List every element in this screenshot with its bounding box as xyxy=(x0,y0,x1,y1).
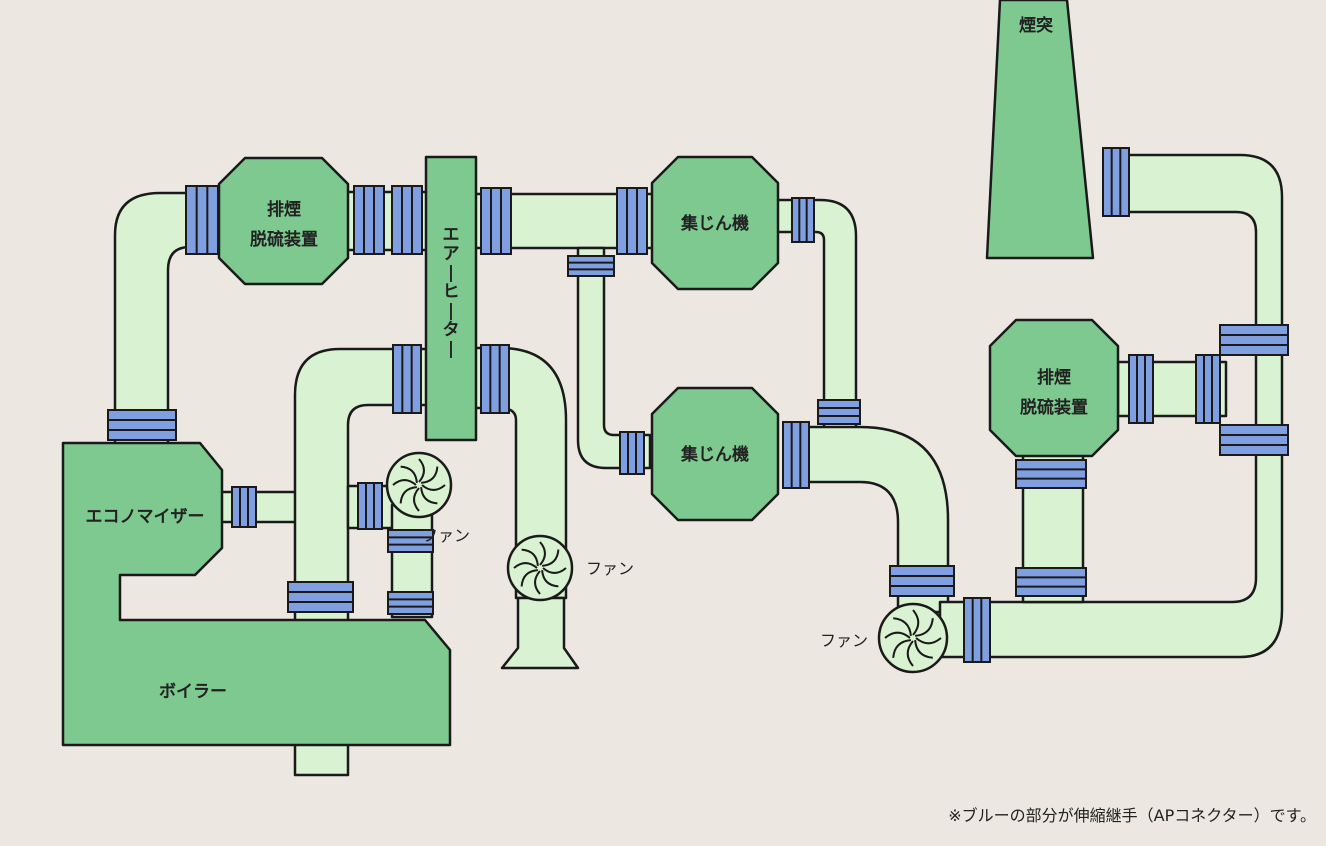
expansion-joint xyxy=(817,399,861,425)
label-chimney: 煙突 xyxy=(1019,15,1053,36)
duct-economizer-out xyxy=(216,490,300,524)
expansion-joint xyxy=(1219,424,1289,456)
expansion-joint xyxy=(567,255,615,277)
expansion-joint xyxy=(616,187,648,255)
expansion-joint xyxy=(387,529,434,553)
expansion-joint xyxy=(185,185,219,255)
dust-collector-bottom xyxy=(650,386,780,522)
expansion-joint xyxy=(1015,567,1087,597)
expansion-joint xyxy=(1195,354,1221,424)
label-fan-2: ファン xyxy=(586,559,634,578)
expansion-joint xyxy=(480,187,512,255)
desulfurizer-right xyxy=(988,318,1120,458)
expansion-joint xyxy=(791,197,815,243)
expansion-joint xyxy=(353,185,385,255)
label-fan-3: ファン xyxy=(820,631,868,650)
air-heater xyxy=(424,155,478,442)
expansion-joint xyxy=(782,421,810,489)
duct-upper-collector-down xyxy=(775,198,858,434)
label-boiler: ボイラー xyxy=(159,682,227,702)
label-air-heater: エア|ヒ|タ| xyxy=(443,225,460,359)
expansion-joint xyxy=(387,591,434,615)
expansion-joint xyxy=(107,409,177,441)
expansion-joint xyxy=(391,185,423,255)
duct-branch-to-lower-collector xyxy=(576,246,652,470)
footnote: ※ブルーの部分が伸縮継手（APコネクター）です。 xyxy=(948,806,1316,825)
expansion-joint xyxy=(619,431,645,475)
expansion-joint xyxy=(1102,147,1130,217)
expansion-joint xyxy=(357,482,383,530)
boiler-body xyxy=(61,441,452,747)
label-fan-1: ファン xyxy=(422,526,470,545)
label-dust-collector-bottom: 集じん機 xyxy=(680,444,749,465)
expansion-joint xyxy=(231,486,257,528)
dust-collector-top xyxy=(650,155,780,291)
fan-icon xyxy=(385,451,453,519)
expansion-joint xyxy=(480,344,510,414)
expansion-joint xyxy=(287,581,354,613)
fan-icon xyxy=(877,602,949,674)
expansion-joint xyxy=(889,565,955,597)
label-desulfurizer-left-1: 排煙 xyxy=(267,199,301,220)
chimney xyxy=(985,0,1095,260)
expansion-joint xyxy=(963,597,991,663)
fan-icon xyxy=(506,534,574,602)
expansion-joint xyxy=(1128,354,1154,424)
expansion-joint xyxy=(392,344,422,414)
expansion-joint xyxy=(1015,459,1087,489)
expansion-joint xyxy=(1219,324,1289,356)
intake-funnel xyxy=(500,596,580,670)
label-desulfurizer-right-1: 排煙 xyxy=(1037,367,1071,388)
label-desulfurizer-right-2: 脱硫装置 xyxy=(1020,397,1088,418)
label-economizer: エコノマイザー xyxy=(86,507,205,527)
label-desulfurizer-left-2: 脱硫装置 xyxy=(250,229,318,250)
label-dust-collector-top: 集じん機 xyxy=(680,213,749,234)
desulfurizer-left xyxy=(217,156,350,286)
